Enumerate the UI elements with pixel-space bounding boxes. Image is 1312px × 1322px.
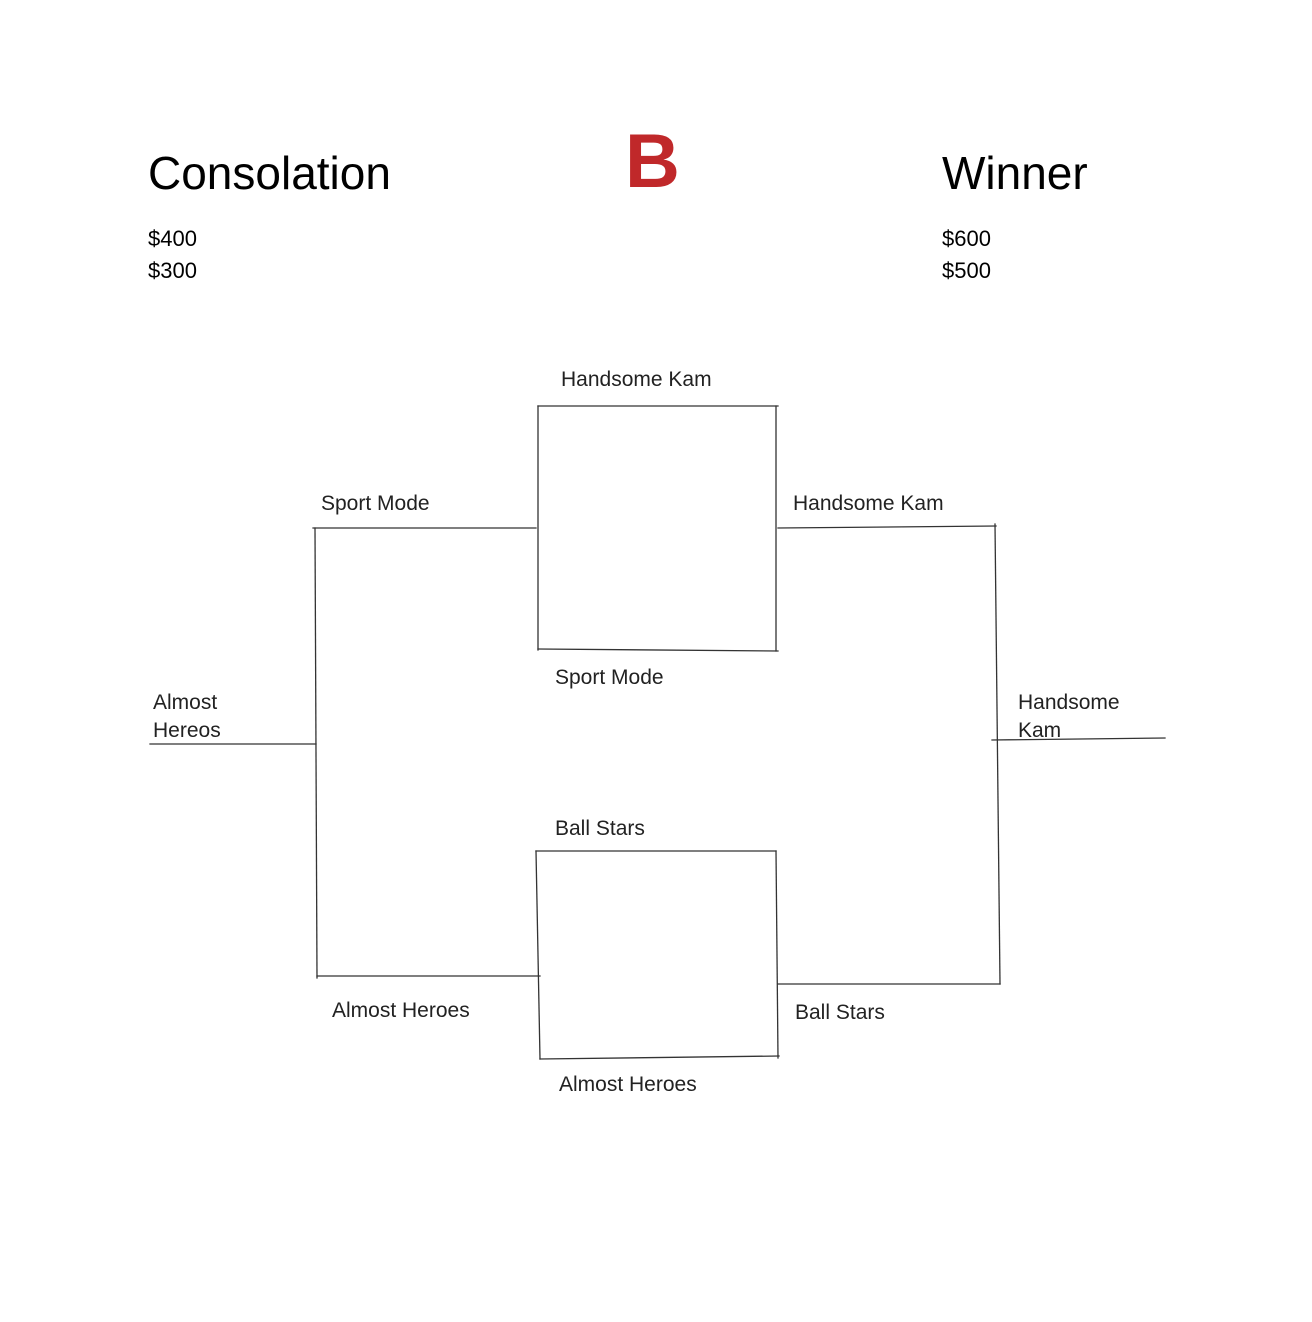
bracket-letter: B <box>625 119 680 204</box>
winner-prize-first: $600 <box>942 226 991 251</box>
semi-top-line-bottom <box>537 648 779 652</box>
consolation-prize-first: $400 <box>148 226 197 251</box>
semi-bottom-line-bottom <box>539 1055 780 1060</box>
consolation-bottom-slot: Almost Heroes <box>332 999 470 1022</box>
final-bottom-slot: Ball Stars <box>795 1001 885 1024</box>
champion-line-2: Kam <box>1018 719 1062 742</box>
final-vertical-line <box>994 523 1001 985</box>
semi-top-player-1: Handsome Kam <box>561 368 712 391</box>
semi-bottom-player-1: Ball Stars <box>555 817 645 840</box>
champion-line-1: Handsome <box>1018 691 1120 714</box>
winner-title: Winner <box>942 147 1088 199</box>
final-top-slot: Handsome Kam <box>793 492 944 515</box>
consolation-title: Consolation <box>148 147 391 199</box>
semi-top-player-2: Sport Mode <box>555 666 664 689</box>
final-top-line <box>777 525 997 529</box>
consolation-vertical-line <box>314 527 318 979</box>
consolation-prize-second: $300 <box>148 258 197 283</box>
consolation-champion-line-1: Almost <box>153 691 218 714</box>
semi-bottom-line-right <box>775 850 779 1059</box>
semi-bottom-line-left <box>535 850 541 1060</box>
winner-prize-second: $500 <box>942 258 991 283</box>
semi-bottom-player-2: Almost Heroes <box>559 1073 697 1096</box>
consolation-top-slot: Sport Mode <box>321 492 430 515</box>
champion-line <box>991 737 1166 741</box>
consolation-champion-line-2: Hereos <box>153 719 221 742</box>
